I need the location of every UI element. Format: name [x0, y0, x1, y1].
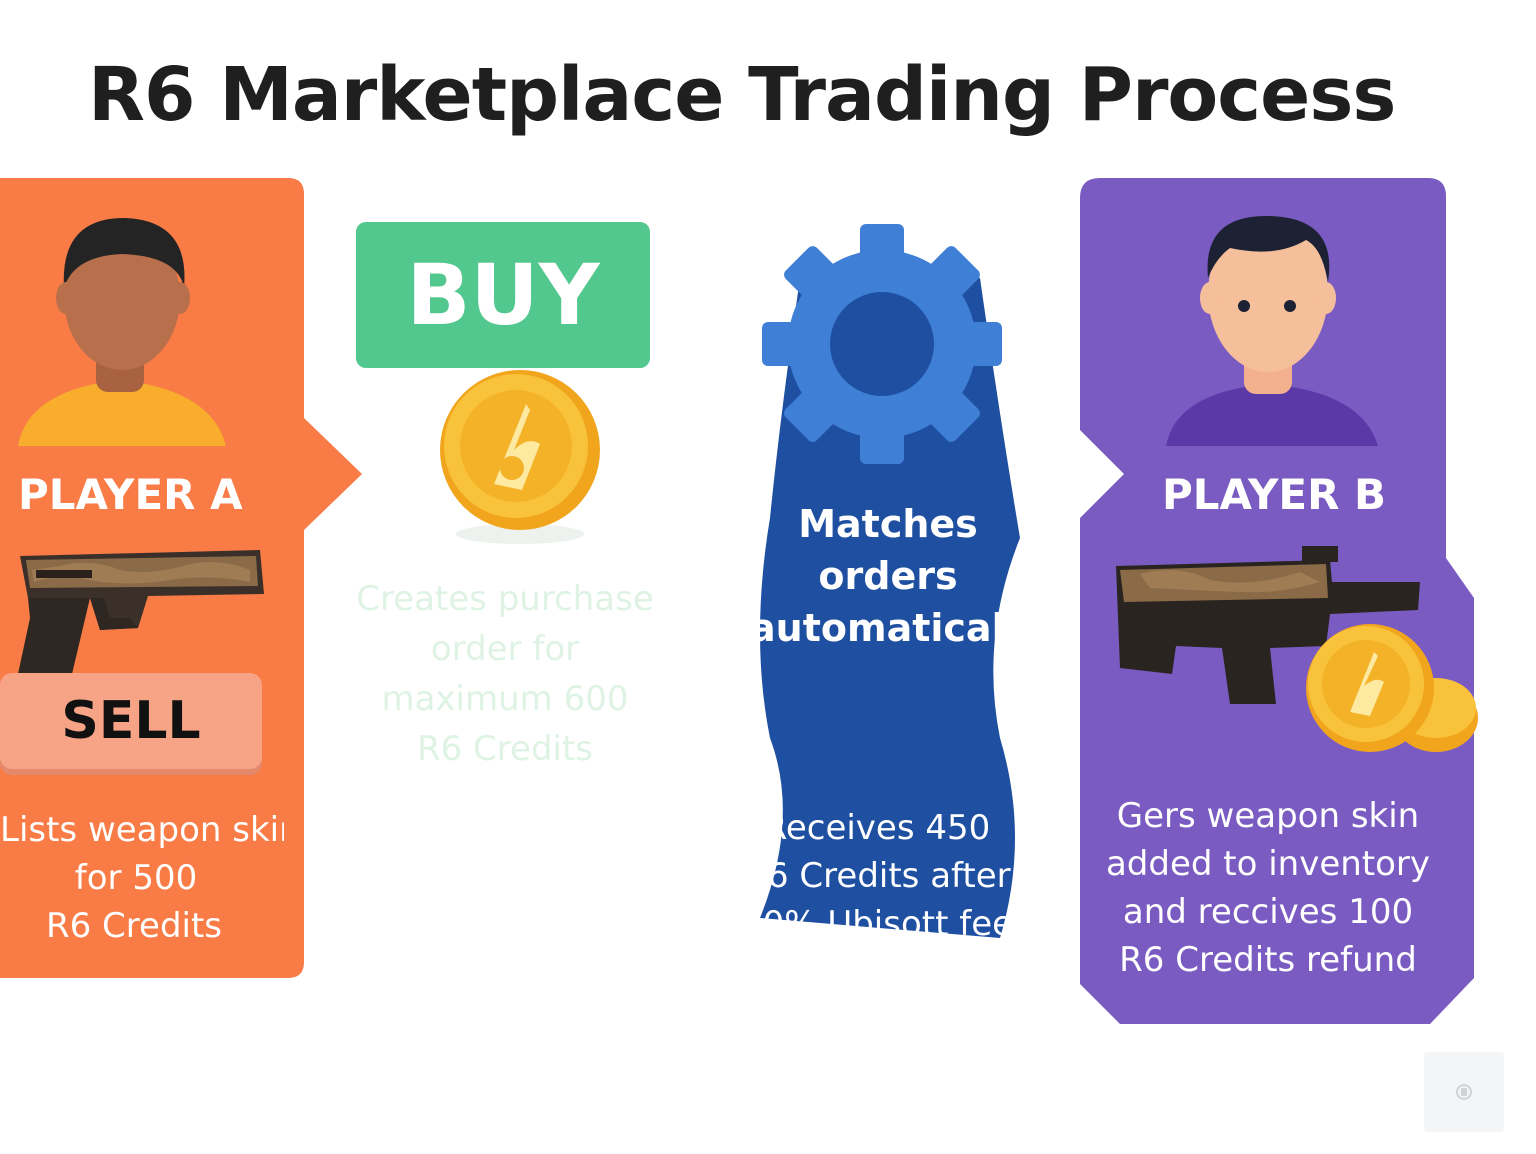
- corner-widget[interactable]: [1424, 1052, 1504, 1132]
- player-a-label: PLAYER A: [18, 470, 243, 519]
- engine-desc-line-2: R6 Credits after: [743, 856, 1011, 896]
- player-a-desc-line-2: for 500: [74, 858, 198, 898]
- player-b-panel: [1080, 178, 1478, 1024]
- engine-description: Receives 450 R6 Credits after 10% Ubisot…: [736, 804, 1018, 948]
- player-a-panel: [0, 178, 362, 978]
- player-b-avatar: [1166, 215, 1378, 446]
- engine-label-line-3: automatically: [750, 606, 1043, 650]
- buy-desc-line-1: Creates purchase: [356, 579, 654, 619]
- player-b-description: Gers weapon skin added to inventory and …: [1094, 792, 1442, 984]
- buy-button[interactable]: BUY: [356, 222, 650, 368]
- coin-stack-icon: [1306, 624, 1478, 752]
- gear-icon: [762, 224, 1002, 464]
- pistol-icon: [18, 550, 264, 674]
- smg-icon: [1116, 546, 1420, 704]
- engine-label: Matches orders automatically: [750, 498, 1043, 654]
- lock-icon: [1456, 1084, 1472, 1100]
- page-title: R6 Marketplace Trading Process: [88, 52, 1396, 138]
- engine-label-line-2: orders: [818, 554, 958, 598]
- player-a-avatar: [18, 218, 226, 446]
- engine-label-line-1: Matches: [798, 502, 978, 546]
- player-b-desc-line-4: R6 Credits refund: [1119, 940, 1417, 980]
- buy-desc-line-4: R6 Credits: [416, 729, 594, 769]
- matching-engine-panel: [760, 224, 1020, 938]
- player-a-desc-line-3: R6 Credits: [45, 906, 223, 946]
- player-b-desc-line-1: Gers weapon skin: [1116, 796, 1420, 836]
- sell-button[interactable]: SELL: [0, 673, 262, 769]
- coin-icon: [440, 370, 600, 544]
- player-b-label: PLAYER B: [1161, 470, 1387, 519]
- player-a-description: Lists weapon skin: [0, 806, 284, 854]
- sell-button-label: SELL: [61, 691, 201, 751]
- player-b-desc-line-2: added to inventory: [1105, 844, 1431, 884]
- buy-desc-line-2: order for: [430, 629, 580, 669]
- engine-desc-line-3: 10% Ubisott fee: [740, 904, 1014, 944]
- buy-button-label: BUY: [406, 246, 600, 344]
- player-a-desc-line-1: Lists weapon skin: [0, 810, 284, 850]
- player-b-desc-line-3: and reccives 100: [1122, 892, 1414, 932]
- buy-description: Creates purchase order for maximum 600 R…: [340, 574, 670, 774]
- buy-desc-line-3: maximum 600: [381, 679, 629, 719]
- engine-desc-line-1: Receives 450: [763, 808, 991, 848]
